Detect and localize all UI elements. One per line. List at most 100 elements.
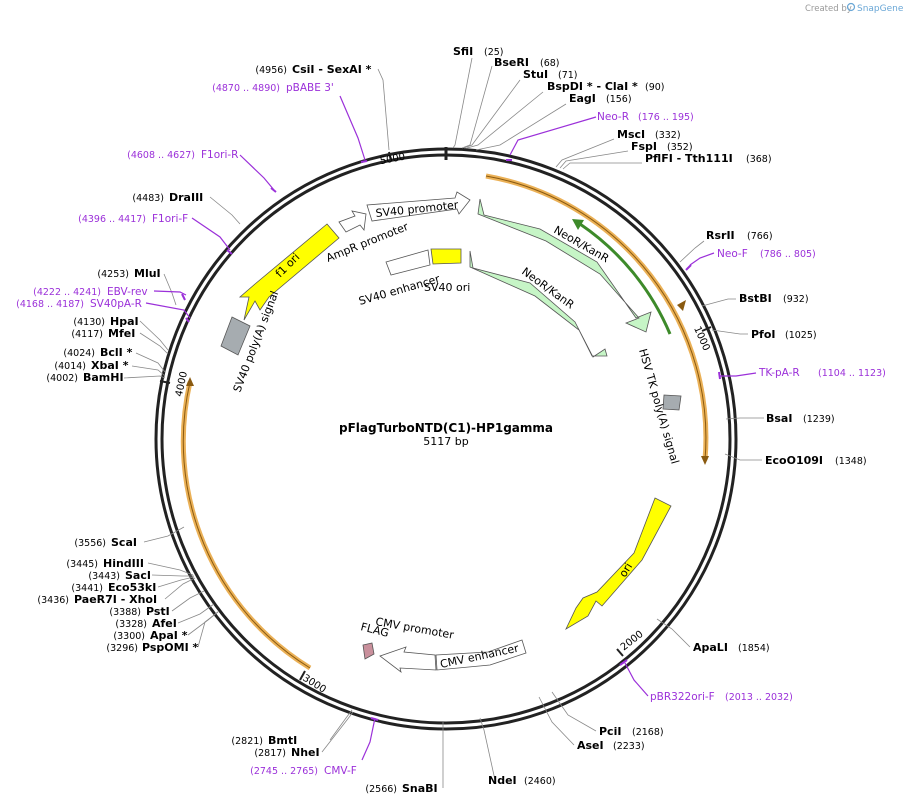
svg-text:(90): (90) bbox=[645, 82, 665, 93]
svg-text:(4222 .. 4241): (4222 .. 4241) bbox=[33, 287, 101, 298]
svg-text:SnaBI: SnaBI bbox=[402, 782, 438, 795]
site-bseri: BseRI (68) bbox=[494, 56, 560, 69]
neor-kanr-outer-arrow bbox=[477, 198, 652, 333]
svg-text:(3441): (3441) bbox=[71, 583, 103, 594]
orf-right-mid-arrow bbox=[677, 300, 686, 311]
svg-text:HpaI: HpaI bbox=[110, 315, 139, 328]
svg-text:MscI: MscI bbox=[617, 128, 645, 141]
svg-text:PspOMI *: PspOMI * bbox=[142, 641, 199, 654]
feature-label-ori: ori bbox=[617, 561, 636, 580]
svg-text:EagI: EagI bbox=[569, 92, 596, 105]
orf-left-arrowhead bbox=[186, 377, 194, 386]
site-psti: (3388) PstI bbox=[109, 605, 169, 618]
site-leader-lines bbox=[123, 57, 764, 788]
site-sfii: SfiI (25) bbox=[453, 45, 504, 58]
site-xbai: (4014)XbaI * bbox=[54, 359, 128, 372]
svg-text:(932): (932) bbox=[783, 294, 809, 305]
primer-neo-f: Neo-F(786 .. 805) bbox=[717, 248, 816, 260]
svg-text:(2566): (2566) bbox=[365, 784, 397, 795]
site-ecoo109i: EcoO109I (1348) bbox=[765, 454, 867, 467]
svg-text:(2168): (2168) bbox=[632, 727, 664, 738]
site-rsrii: RsrII(766) bbox=[706, 229, 773, 242]
sv40-polya-box bbox=[220, 316, 251, 356]
sv40-enhancer-box bbox=[385, 249, 431, 276]
sv40-promoter-arrow bbox=[366, 191, 471, 222]
site-draiii: (4483)DraIII bbox=[132, 191, 203, 204]
svg-text:BsaI: BsaI bbox=[766, 412, 792, 425]
svg-text:BseRI: BseRI bbox=[494, 56, 529, 69]
orf-arc-left bbox=[180, 381, 312, 671]
svg-text:Eco53kI: Eco53kI bbox=[108, 581, 156, 594]
snapgene-brand-text: SnapGene bbox=[857, 4, 903, 14]
tick-label-5000: 5000 bbox=[379, 152, 406, 168]
svg-text:PstI: PstI bbox=[146, 605, 170, 618]
neo-green-line bbox=[579, 222, 672, 335]
primer-pbr322ori-f: pBR322ori-F(2013 .. 2032) bbox=[650, 691, 793, 703]
svg-text:(4870 .. 4890): (4870 .. 4890) bbox=[212, 83, 280, 94]
svg-text:(156): (156) bbox=[606, 94, 632, 105]
svg-text:(368): (368) bbox=[746, 154, 772, 165]
site-msci: MscI(332) bbox=[617, 128, 681, 141]
svg-text:(2817): (2817) bbox=[254, 748, 286, 759]
svg-text:PciI: PciI bbox=[599, 725, 621, 738]
orf-right-arrowhead bbox=[701, 456, 709, 465]
svg-text:HindIII: HindIII bbox=[103, 557, 144, 570]
site-pfoi: PfoI(1025) bbox=[751, 328, 817, 341]
svg-text:MfeI: MfeI bbox=[108, 327, 135, 340]
site-mfei: (4117)MfeI bbox=[71, 327, 135, 340]
site-hindiii: (3445) HindIII bbox=[66, 557, 144, 570]
svg-text:(3388): (3388) bbox=[109, 607, 141, 618]
svg-text:EBV-rev: EBV-rev bbox=[107, 286, 148, 298]
svg-text:ApaLI: ApaLI bbox=[693, 641, 728, 654]
svg-text:(3296): (3296) bbox=[106, 643, 138, 654]
site-apai: (3300)ApaI * bbox=[113, 629, 187, 642]
feature-label-cmv-enhancer: CMV enhancer bbox=[439, 641, 520, 670]
svg-text:SacI: SacI bbox=[125, 569, 151, 582]
ampr-promoter-arrow bbox=[338, 210, 367, 233]
svg-text:BmtI: BmtI bbox=[268, 734, 297, 747]
ori-arrow bbox=[565, 497, 672, 631]
site-fspi: FspI(352) bbox=[631, 140, 693, 153]
svg-text:(1025): (1025) bbox=[785, 330, 817, 341]
primer-cmv-f: (2745 .. 2765)CMV-F bbox=[250, 765, 357, 777]
site-pcii: PciI (2168) bbox=[599, 725, 664, 738]
svg-text:DraIII: DraIII bbox=[169, 191, 203, 204]
plasmid-size: 5117 bp bbox=[423, 435, 468, 448]
plasmid-name: pFlagTurboNTD(C1)-HP1gamma bbox=[339, 421, 553, 435]
svg-text:(2745 .. 2765): (2745 .. 2765) bbox=[250, 766, 318, 777]
site-mlui: (4253)MluI bbox=[97, 267, 160, 280]
site-afei: (3328)AfeI bbox=[115, 617, 176, 630]
svg-text:(2460): (2460) bbox=[524, 776, 556, 787]
site-bspdi-clai: BspDI * - ClaI *(90) bbox=[547, 80, 665, 93]
site-apali: ApaLI(1854) bbox=[693, 641, 770, 654]
svg-text:NheI: NheI bbox=[291, 746, 320, 759]
site-ndei: NdeI(2460) bbox=[488, 774, 556, 787]
tick-mark-1000 bbox=[701, 326, 712, 332]
svg-text:(3436): (3436) bbox=[37, 595, 69, 606]
primer-leader-lines bbox=[145, 95, 757, 761]
svg-text:(1348): (1348) bbox=[835, 456, 867, 467]
svg-text:StuI: StuI bbox=[523, 68, 548, 81]
svg-text:(1239): (1239) bbox=[803, 414, 835, 425]
svg-text:Neo-F: Neo-F bbox=[717, 248, 748, 260]
svg-text:(3445): (3445) bbox=[66, 559, 98, 570]
svg-text:EcoO109I: EcoO109I bbox=[765, 454, 823, 467]
svg-text:(4014): (4014) bbox=[54, 361, 86, 372]
svg-text:(25): (25) bbox=[484, 47, 504, 58]
tick-mark-4000 bbox=[159, 380, 171, 384]
primer-pbabe-3: (4870 .. 4890)pBABE 3' bbox=[212, 82, 334, 94]
primer-sv40pa-r: (4168 .. 4187)SV40pA-R bbox=[16, 298, 142, 310]
sv40-ori-box bbox=[430, 248, 462, 265]
site-bmti: (2821)BmtI bbox=[231, 734, 297, 747]
svg-text:SfiI: SfiI bbox=[453, 45, 473, 58]
svg-text:AfeI: AfeI bbox=[152, 617, 177, 630]
svg-text:AseI: AseI bbox=[577, 739, 604, 752]
primer-ebv-rev: (4222 .. 4241) EBV-rev bbox=[33, 286, 148, 298]
svg-text:BstBI: BstBI bbox=[739, 292, 772, 305]
svg-text:(68): (68) bbox=[540, 58, 560, 69]
svg-text:(4002): (4002) bbox=[46, 373, 78, 384]
svg-text:(4956): (4956) bbox=[255, 65, 287, 76]
site-eco53ki: (3441) Eco53kI bbox=[71, 581, 156, 594]
flag-box bbox=[362, 642, 375, 660]
